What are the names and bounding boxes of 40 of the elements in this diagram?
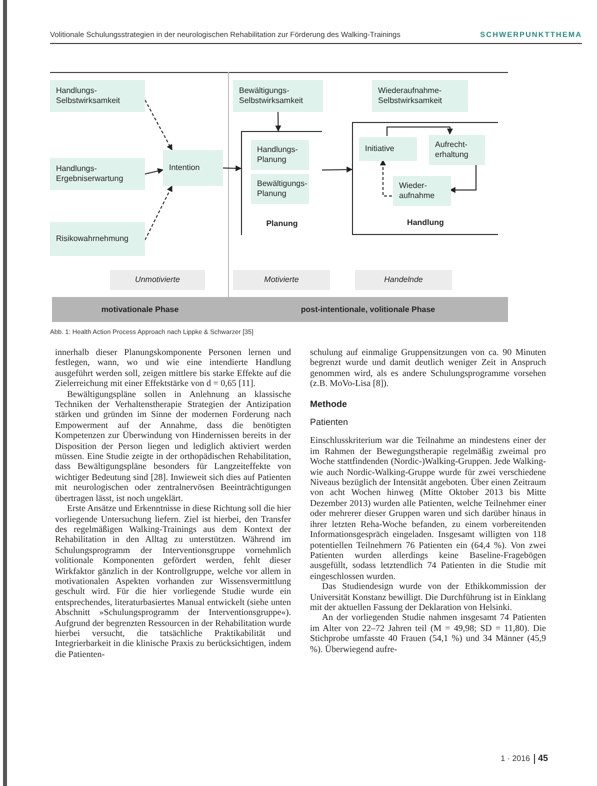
bracket-frame xyxy=(352,122,498,235)
arrow xyxy=(322,166,353,173)
bracket-frame xyxy=(241,131,322,235)
concept-box: Handlungs-Planung xyxy=(251,140,309,170)
stage-box: Unmotivierte xyxy=(110,270,205,290)
arrow xyxy=(380,159,392,196)
paragraph: Einschlusskriterium war die Teilnahme an mindestens einer der im Rahmen der Bewegungstherapie regelmäßig zweimal pro Woche stattfindenden (Nordic-)Walking-Gruppen. Jede Walking- wie auch Nordic-Walking-Gruppe wurde für zwei verschiedene Niveaus bezüglich der Intensität angeboten. Über einen Zeitraum von acht Wochen hinweg (Mitte Oktober 2013 bis Mitte Dezember 2013) wurden alle Patienten, welche Teilnehmer einer oder mehrerer dieser Gruppen waren und sich darüber hinaus in ihrer letzten Reha-Woche befanden, zu einem vorbereitenden Informationsgespräch eingeladen. Insgesamt willigten von 118 potentiellen Teilnehmern 76 Patienten ein (64,4 %). Von zwei Patienten wurden allerdings keine Baseline-Fragebögen ausgefüllt, sodass letztendlich 74 Patienten in die Studie mit eingeschlossen wurden. xyxy=(310,435,546,582)
page-number: 45 xyxy=(538,753,550,763)
arrow xyxy=(222,165,242,172)
paragraph: Das Studiendesign wurde von der Ethikkommission der Universität Konstanz bewilligt. Die Durchführung ist in Einklang mit der aktuellen Fassung der Deklaration von Helsinki. xyxy=(310,581,546,612)
concept-box: Bewältigungs-Selbstwirksamkeit xyxy=(233,80,323,112)
paragraph: schulung auf einmalige Gruppensitzungen von ca. 90 Minuten begrenzt wurde und damit deutlich weniger Zeit in Anspruch genommen wird, als es andere Schulungsprogramme vorsehen (z.B. MoVo-Lisa [8]). xyxy=(310,347,546,389)
paragraph: Bewältigungspläne sollen in Anlehnung an klassische Techniken der Verhaltenstherapie Strategien der Antizipation stärken und gründen im Sinne der modernen Forderung nach Empowerment auf der Annahme, dass die benötigten Kompetenzen zur Überwindung von Hindernissen bereits in der Disposition der Person liegen und lediglich aktiviert werden müssen. Eine Studie zeigte in der orthopädischen Rehabilitation, dass Bewältigungspläne besonders für Langzeiteffekte von wichtiger Bedeutung sind [28]. Inwieweit sich dies auf Patienten mit neurologischen oder zentralnervösen Beeinträchtigungen übertragen lässt, ist noch ungeklärt. xyxy=(55,388,291,504)
paragraph: Erste Ansätze und Erkenntnisse in diese Richtung soll die hier vorliegende Untersuchung liefern. Ziel ist hierbei, den Transfer des regelmäßigen Walking-Trainings aus dem Kontext der Rehabilitation in den Alltag zu unterstützen. Während im Schulungsprogramm der Interventionsgruppe vornehmlich volitionale Komponenten gefördert werden, fehlt dieser Wirkfaktor gänzlich in der Kontrollgruppe, welche vor allem in motivationalen Aspekten vorhanden zur Wissensvermittlung geschult wird. Für die hier vorliegende Studie wurde ein entsprechendes, literaturbasiertes Manual entwickelt (siehe unten Abschnitt »Schulungsprogramm der Interventionsgruppe«). Aufgrund der begrenzten Ressourcen in der Rehabilitation wurde hierbei versucht, die tatsächliche Praktikabilität und Integrierbarkeit in die klinische Praxis zu berücksichtigen, indem die Patienten- xyxy=(55,503,291,660)
subheading: Patienten xyxy=(310,417,350,428)
arrow xyxy=(386,126,453,136)
frame-label: Planung xyxy=(265,219,299,229)
concept-box: Bewältigungs-Planung xyxy=(251,174,309,204)
paragraph: An der vorliegenden Studie nahmen insgesamt 74 Patienten im Alter von 22–72 Jahren teil (M = 49,98; SD = 11,80). Die Stichprobe umfasste 40 Frauen (54,1 %) und 34 Männer (45,9 %). Überwiegend aufre- xyxy=(310,612,546,654)
phase-band: post-intentionale, volitionale Phase xyxy=(228,297,508,322)
concept-box: Handlungs-Ergebniserwartung xyxy=(50,158,145,190)
arrow xyxy=(144,185,172,241)
concept-box: Intention xyxy=(163,150,223,186)
stage-box: Handelnde xyxy=(355,270,452,290)
issue-info: 1 · 2016 xyxy=(500,754,530,763)
phase-band: motivationale Phase xyxy=(52,297,228,322)
concept-box: Wiederaufnahme-Selbstwirksamkeit xyxy=(372,80,468,112)
concept-box: Wieder-aufnahme xyxy=(393,176,451,206)
concept-box: Aufrecht-erhaltung xyxy=(429,135,485,165)
section-heading: Methode xyxy=(310,398,348,410)
concept-box: Handlungs-Selbstwirksamkeit xyxy=(50,80,145,112)
paragraph: innerhalb dieser Planungskomponente Personen lernen und festlegen, wann, wo und wie eine intendierte Handlung ausgeführt werden soll, zeigen mittlere bis starke Effekte auf die Zielerreichung mit einer Effektstärke von d = 0,65 [11]. xyxy=(55,347,291,389)
arrow xyxy=(144,168,164,174)
concept-box: Initiative xyxy=(359,137,417,161)
arrow xyxy=(144,100,172,151)
arrow xyxy=(449,164,476,193)
frame-label: Handlung xyxy=(406,218,445,228)
arrow xyxy=(275,112,282,132)
concept-box: Risikowahrnehmung xyxy=(50,222,145,256)
stage-box: Motivierte xyxy=(233,270,330,290)
